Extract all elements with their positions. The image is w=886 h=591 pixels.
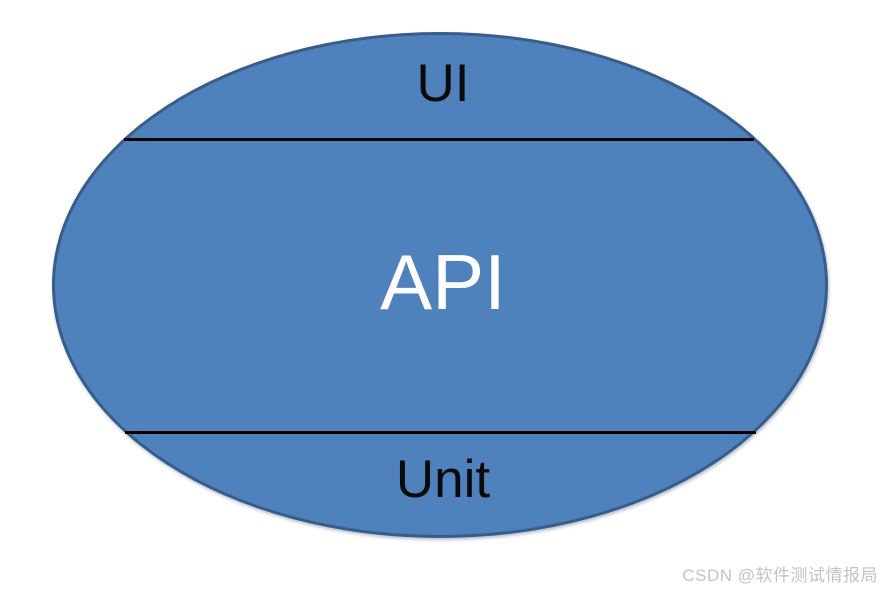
divider-line-top <box>124 138 754 141</box>
ellipse-shape <box>52 32 828 538</box>
watermark: CSDN @软件测试情报局 <box>682 566 878 585</box>
divider-line-bottom <box>125 431 756 434</box>
label-api: API <box>380 238 506 326</box>
label-unit: Unit <box>395 450 491 509</box>
label-ui: UI <box>416 54 470 113</box>
